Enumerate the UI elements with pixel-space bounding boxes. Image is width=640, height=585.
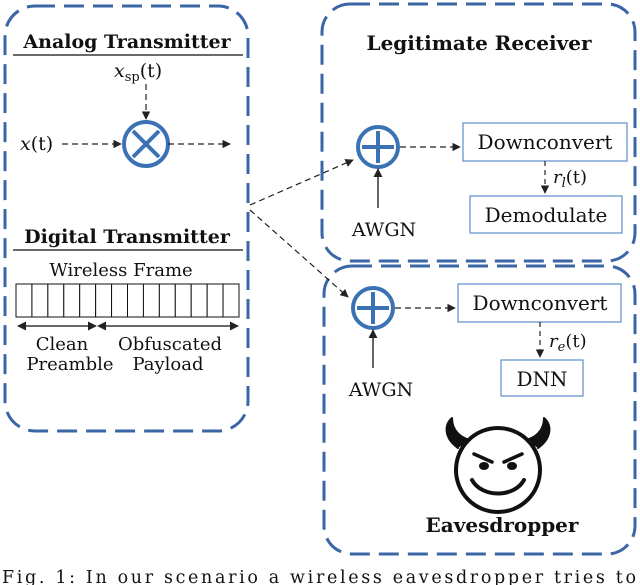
preamble-label-line2: Preamble <box>26 354 113 375</box>
receiver-downconvert-block <box>462 122 628 162</box>
eavesdropper-panel <box>322 264 637 556</box>
spread-signal-label: xsp(t) <box>114 60 162 85</box>
eavesdropper-downconvert-label: Downconvert <box>473 291 608 315</box>
demodulate-block <box>469 195 623 234</box>
frame-slot <box>158 283 176 318</box>
wireless-frame-label: Wireless Frame <box>49 260 192 281</box>
receiver-panel <box>320 2 637 263</box>
circled-times-icon <box>122 120 170 168</box>
frame-slot <box>95 283 113 318</box>
figure-caption: Fig. 1: In our scenario a wireless eaves… <box>2 568 636 585</box>
eavesdropper-title: Eavesdropper <box>426 513 579 537</box>
preamble-label-line1: Clean <box>36 334 89 355</box>
frame-slot <box>222 283 240 318</box>
circled-plus-icon <box>351 286 395 330</box>
frame-slot <box>190 283 208 318</box>
input-signal-label: x(t) <box>20 133 53 155</box>
frame-slot <box>15 283 33 318</box>
link-to-eavesdropper <box>249 209 349 298</box>
payload-label-line2: Payload <box>132 354 203 375</box>
frame-slot <box>63 283 81 318</box>
receiver-signal-label: rl(t) <box>553 167 587 191</box>
dnn-block <box>500 359 584 397</box>
frame-slot <box>206 283 224 318</box>
demodulate-label: Demodulate <box>485 203 608 227</box>
receiver-downconvert-label: Downconvert <box>478 130 613 154</box>
legitimate-receiver-title: Legitimate Receiver <box>367 31 592 55</box>
frame-slot <box>142 283 160 318</box>
analog-transmitter-title: Analog Transmitter <box>22 31 231 53</box>
eavesdropper-noise-label: AWGN <box>348 379 413 401</box>
devil-face-icon <box>445 417 551 514</box>
link-to-receiver <box>249 159 354 206</box>
receiver-noise-label: AWGN <box>351 219 416 241</box>
transmitter-panel <box>3 4 250 433</box>
frame-slot <box>47 283 65 318</box>
digital-transmitter-title: Digital Transmitter <box>24 226 231 248</box>
frame-slot <box>111 283 128 318</box>
frame-slot <box>31 283 49 318</box>
frame-slot <box>79 283 97 318</box>
dnn-label: DNN <box>516 367 567 391</box>
frame-slot <box>174 283 192 318</box>
payload-label-line1: Obfuscated <box>118 334 222 355</box>
circled-plus-icon <box>356 125 400 169</box>
eavesdropper-signal-label: re(t) <box>549 331 587 355</box>
frame-slot <box>127 283 144 318</box>
wireless-frame <box>15 283 240 318</box>
